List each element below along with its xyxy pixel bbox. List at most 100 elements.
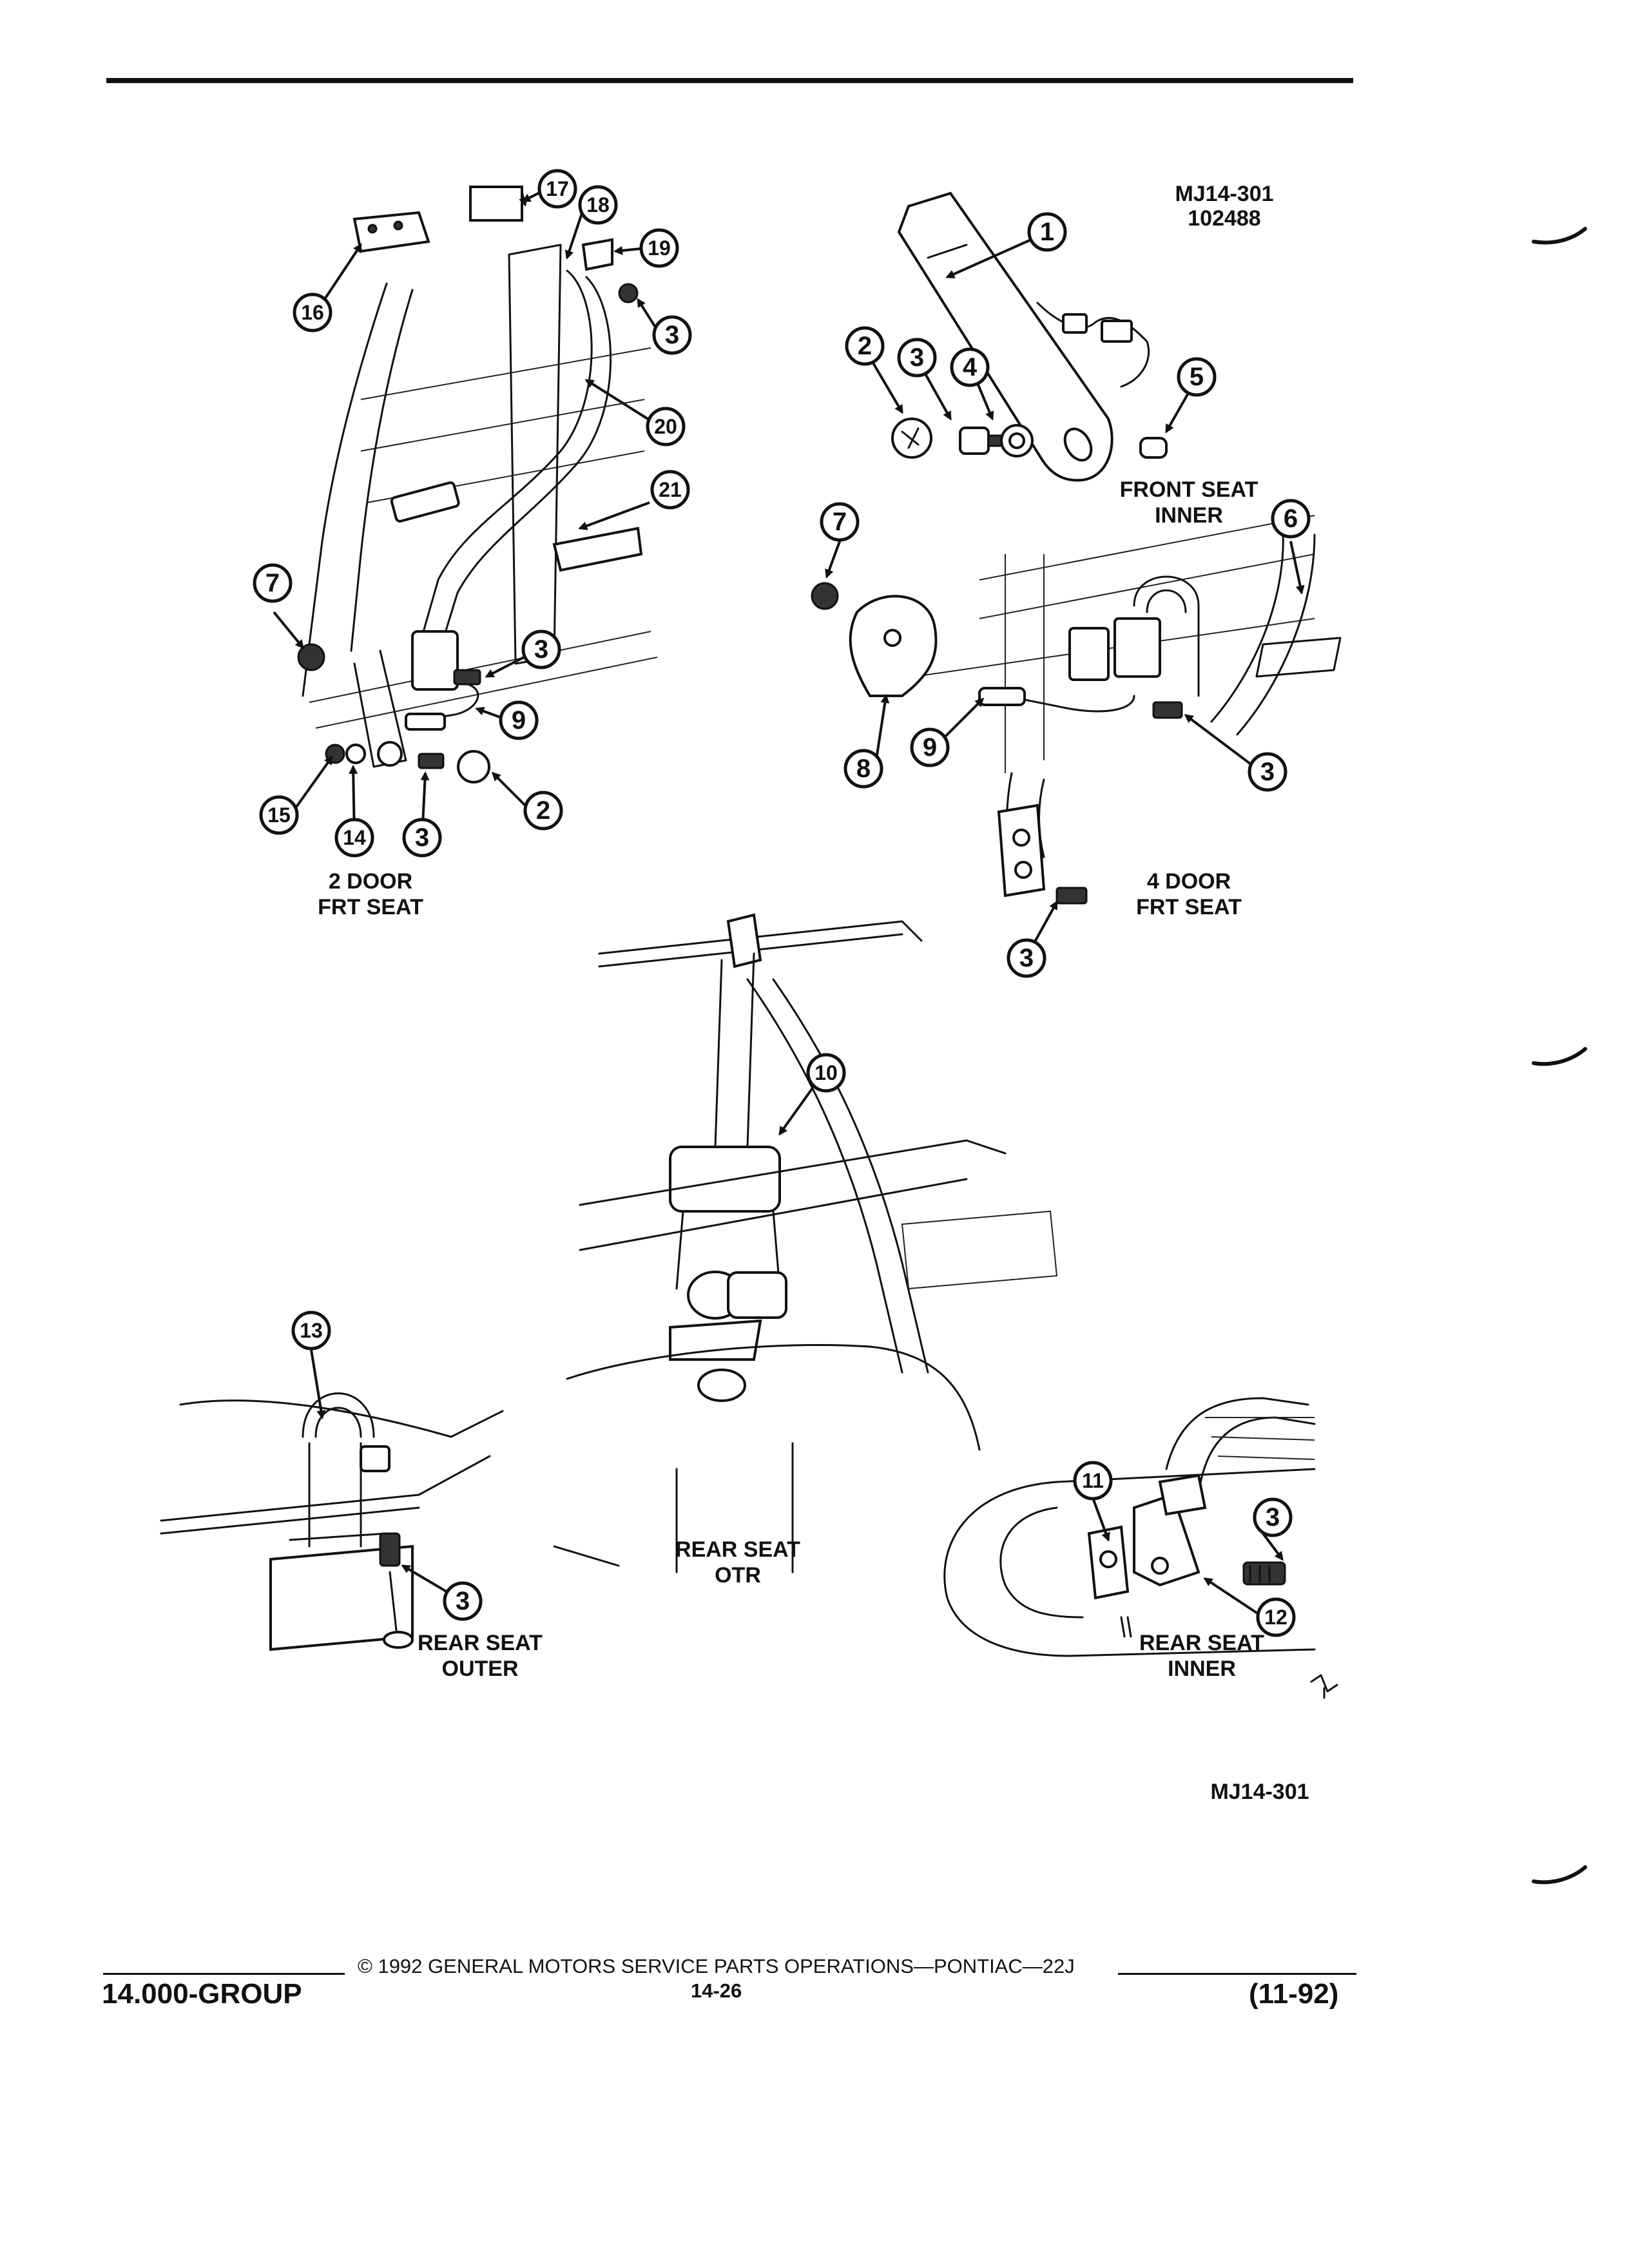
callout-3: 3 (521, 629, 561, 669)
callout-number: 13 (300, 1319, 323, 1342)
footer-copyright: © 1992 GENERAL MOTORS SERVICE PARTS OPER… (358, 1955, 1075, 1977)
callout-4: 4 (950, 347, 990, 387)
callout-number: 1 (1040, 218, 1054, 246)
callout-7: 7 (820, 502, 860, 542)
label-four-door-front-seat: 4 DOOR FRT SEAT (1121, 869, 1257, 920)
label-line: 2 DOOR (328, 869, 413, 894)
callout-number: 9 (923, 733, 937, 762)
callout-number: 3 (910, 343, 924, 372)
label-two-door-front-seat: 2 DOOR FRT SEAT (303, 869, 438, 920)
callout-number: 3 (1260, 758, 1275, 786)
callout-number: 3 (665, 321, 679, 349)
callout-number: 16 (301, 301, 324, 324)
callout-number: 6 (1284, 505, 1298, 533)
leader-lines (273, 189, 1305, 1615)
label-rear-seat-inner: REAR SEAT INNER (1128, 1630, 1276, 1682)
top-rule (106, 78, 1353, 83)
callout-number: 10 (815, 1061, 838, 1084)
callout-number: 2 (858, 332, 872, 360)
callout-11: 11 (1073, 1461, 1113, 1501)
callout-20: 20 (646, 407, 686, 447)
figure-id-line: MJ14-301 (1175, 182, 1274, 206)
callout-number: 18 (586, 193, 610, 216)
corner-mark-icon (1310, 1674, 1338, 1699)
callout-10: 10 (806, 1053, 846, 1093)
rear-seat-otr-view (553, 913, 1058, 1573)
callout-9: 9 (910, 727, 950, 767)
two-door-front-seat-view (297, 186, 658, 783)
callout-number: 19 (648, 236, 671, 260)
label-line: 4 DOOR (1146, 869, 1231, 894)
margin-mark-icon (1532, 1865, 1587, 1885)
callout-number: 3 (456, 1587, 470, 1615)
label-line: REAR SEAT (675, 1537, 800, 1562)
callout-3: 3 (897, 338, 937, 378)
callout-number: 8 (856, 754, 871, 783)
callout-17: 17 (537, 169, 577, 209)
callout-number: 7 (265, 569, 280, 597)
callout-13: 13 (291, 1311, 331, 1350)
label-line: INNER (1168, 1657, 1236, 1681)
footer-page-number: 14-26 (691, 1979, 742, 2002)
callout-number: 5 (1190, 363, 1204, 391)
callout-3: 3 (652, 315, 692, 355)
label-front-seat-inner: FRONT SEAT INNER (1115, 477, 1263, 528)
callout-5: 5 (1177, 357, 1217, 397)
label-rear-seat-outer: REAR SEAT OUTER (406, 1630, 554, 1682)
footer-date-code: (11-92) (1249, 1978, 1339, 2010)
label-line: FRT SEAT (318, 895, 423, 919)
margin-mark-icon (1532, 1047, 1587, 1066)
callout-7: 7 (253, 563, 293, 603)
callout-number: 2 (536, 796, 550, 825)
rear-seat-outer-view (160, 1392, 504, 1651)
callout-number: 3 (534, 635, 548, 664)
callout-12: 12 (1256, 1597, 1296, 1637)
footer-rule-right (1118, 1973, 1356, 1975)
callout-number: 7 (833, 508, 847, 536)
callout-3: 3 (1253, 1497, 1293, 1537)
callout-1: 1 (1027, 212, 1067, 252)
callout-18: 18 (578, 185, 618, 225)
callout-2: 2 (845, 326, 885, 366)
label-line: REAR SEAT (418, 1631, 543, 1655)
footer-group-number: 14.000-GROUP (102, 1978, 302, 2010)
callout-3: 3 (1007, 938, 1046, 978)
label-rear-seat-otr: REAR SEAT OTR (664, 1537, 812, 1588)
callout-number: 3 (1019, 944, 1034, 972)
figure-id-line: 102488 (1188, 206, 1261, 231)
callout-number: 3 (415, 823, 429, 852)
callout-number: 21 (659, 478, 682, 501)
label-line: OTR (715, 1563, 761, 1588)
callout-number: 9 (512, 706, 526, 735)
rear-seat-inner-view (943, 1397, 1316, 1657)
callout-number: 3 (1266, 1503, 1280, 1532)
callout-16: 16 (293, 293, 333, 332)
label-line: OUTER (441, 1657, 519, 1681)
callout-3: 3 (443, 1581, 483, 1621)
label-line: FRT SEAT (1136, 895, 1242, 919)
callout-6: 6 (1271, 499, 1311, 539)
callout-3: 3 (402, 818, 442, 858)
label-line: REAR SEAT (1139, 1631, 1264, 1655)
callout-14: 14 (334, 818, 374, 858)
four-door-front-seat-view (811, 515, 1342, 905)
callout-number: 20 (654, 415, 677, 438)
callout-8: 8 (843, 749, 883, 789)
front-seat-inner-view (891, 191, 1168, 482)
figure-id-bottom: MJ14-301 (1210, 1780, 1309, 1804)
callout-number: 11 (1082, 1469, 1104, 1492)
callout-number: 17 (546, 177, 569, 200)
callout-number: 4 (963, 353, 978, 381)
callout-15: 15 (259, 795, 299, 835)
footer-rule-left (103, 1973, 345, 1975)
callout-21: 21 (650, 470, 690, 510)
callout-number: 12 (1264, 1606, 1287, 1629)
callout-9: 9 (499, 700, 539, 740)
label-line: INNER (1155, 503, 1223, 528)
callout-2: 2 (523, 791, 563, 831)
callout-number: 14 (343, 826, 366, 849)
margin-mark-icon (1532, 227, 1587, 245)
callout-number: 15 (267, 803, 291, 827)
